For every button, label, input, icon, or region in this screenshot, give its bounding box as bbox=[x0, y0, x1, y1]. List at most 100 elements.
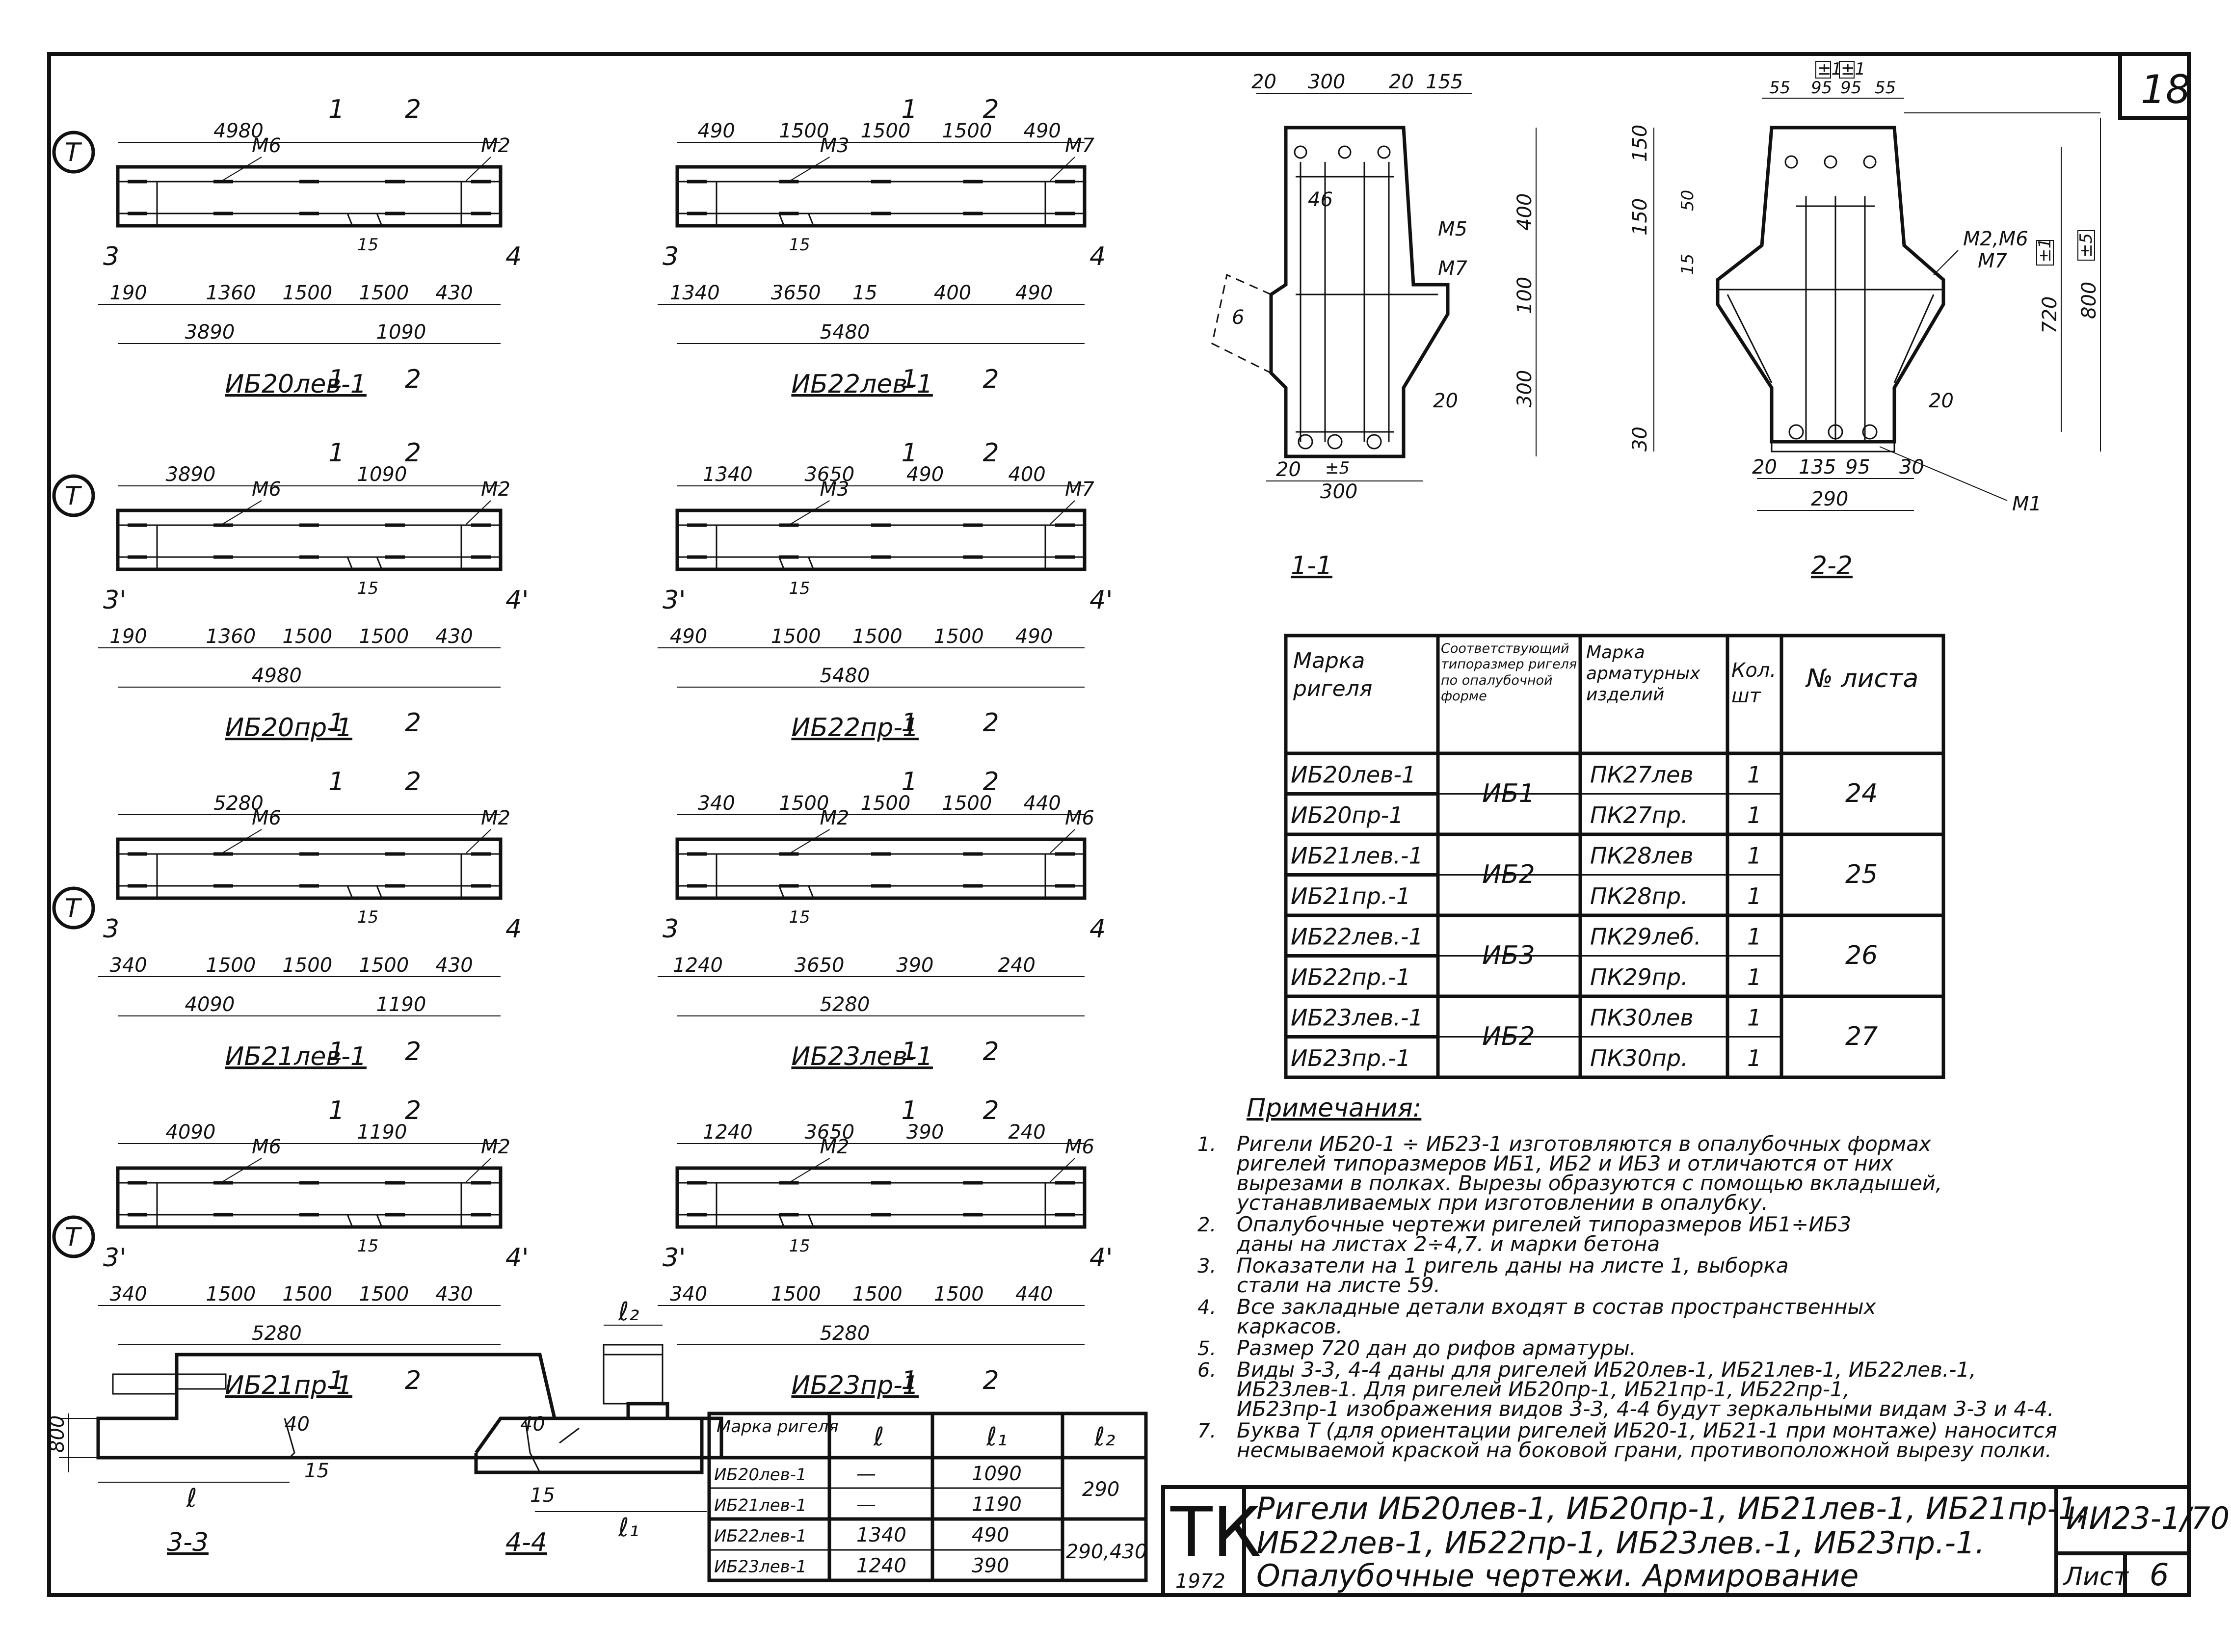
dim: 1500 bbox=[934, 1283, 984, 1306]
section-cut-mark: 3 bbox=[103, 914, 119, 944]
small-cell-l1: 390 bbox=[972, 1555, 1009, 1577]
section-cut-mark: 1 bbox=[902, 708, 918, 738]
dim: ℓ bbox=[186, 1484, 197, 1513]
part-mark: М7 bbox=[1978, 250, 2008, 272]
dim: 15 bbox=[789, 907, 810, 927]
beam-outline bbox=[116, 837, 503, 900]
dim: 1500 bbox=[206, 1283, 256, 1306]
section-cut-mark: 1 bbox=[328, 1366, 345, 1395]
part-mark: М1 bbox=[2012, 493, 2042, 515]
dim: 150 bbox=[1629, 125, 1651, 162]
dim: ±1 bbox=[2035, 238, 2055, 263]
dim: 430 bbox=[435, 625, 473, 648]
note-line: даны на листах 2÷4,7. и марки бетона bbox=[1236, 1232, 1660, 1256]
dim: 340 bbox=[670, 1283, 707, 1306]
section-cut-mark: 2 bbox=[405, 1366, 421, 1395]
dim: 720 bbox=[2039, 296, 2061, 334]
part-mark: М6 bbox=[252, 134, 281, 157]
part-mark: М2,М6 bbox=[1963, 228, 2028, 250]
title-line-3: Опалубочные чертежи. Армирование bbox=[1256, 1558, 1859, 1594]
part-mark: М6 bbox=[1065, 1136, 1094, 1158]
orientation-mark bbox=[52, 886, 95, 930]
beam-outline bbox=[675, 165, 1087, 228]
section-cut-mark: 3' bbox=[663, 1243, 686, 1273]
table-row-mark: ИБ23лев.-1 bbox=[1291, 1004, 1423, 1031]
dim: 1500 bbox=[861, 120, 911, 142]
dim: 490 bbox=[906, 463, 944, 486]
section-cut-mark: 1 bbox=[328, 1037, 345, 1066]
beam-outline bbox=[116, 165, 503, 228]
dim: 95 bbox=[1840, 78, 1861, 98]
table-row-product: ПК28пр. bbox=[1590, 883, 1688, 909]
orientation-mark-letter: Т bbox=[65, 138, 82, 167]
note-line: Виды 3-3, 4-4 даны для ригелей ИБ20лев-1… bbox=[1237, 1358, 1976, 1382]
dim: 1090 bbox=[357, 463, 407, 486]
dim: 95 bbox=[1845, 456, 1870, 479]
section-cut-mark: 1 bbox=[902, 365, 918, 394]
section-cut-mark: 1 bbox=[902, 95, 918, 124]
dim: 440 bbox=[1015, 1283, 1053, 1306]
small-cell-mark: ИБ21лев-1 bbox=[714, 1496, 807, 1516]
dim: 800 bbox=[2078, 282, 2100, 319]
note-line: Показатели на 1 ригель даны на листе 1, … bbox=[1237, 1253, 1789, 1278]
dim: 190 bbox=[109, 625, 147, 648]
small-cell-l: — bbox=[856, 1463, 876, 1485]
note-line: Буква Т (для ориентации ригелей ИБ20-1, … bbox=[1237, 1418, 2057, 1442]
year: 1972 bbox=[1175, 1570, 1225, 1593]
note-number: 5. bbox=[1197, 1337, 1216, 1360]
series-code: ИИ23-1/70 bbox=[2066, 1500, 2230, 1536]
section-cut-mark: 2 bbox=[983, 95, 999, 124]
dim: 390 bbox=[906, 1121, 944, 1144]
part-mark: 20 bbox=[1929, 390, 1954, 412]
title-line-2: ИБ22лев-1, ИБ22пр-1, ИБ23лев.-1, ИБ23пр.… bbox=[1256, 1525, 1985, 1561]
part-mark: М3 bbox=[820, 478, 850, 501]
dim: 20 bbox=[1389, 71, 1414, 93]
dim: 400 bbox=[934, 282, 971, 304]
table-row-qty: 1 bbox=[1747, 802, 1761, 828]
dim: 1500 bbox=[779, 120, 829, 142]
beam-outline bbox=[675, 1166, 1087, 1229]
sheet-label: Лист bbox=[2063, 1562, 2129, 1592]
section-cut-mark: 3' bbox=[103, 1243, 126, 1273]
table-row-mark: ИБ22лев.-1 bbox=[1291, 923, 1423, 950]
table-group-type: ИБ2 bbox=[1482, 860, 1535, 889]
dim: 490 bbox=[1015, 282, 1053, 304]
note-line: ригелей типоразмеров ИБ1, ИБ2 и ИБ3 и от… bbox=[1236, 1151, 1894, 1175]
dim: 1360 bbox=[206, 625, 256, 648]
elevation-title: ИБ22лев-1 bbox=[791, 370, 932, 399]
dim: 440 bbox=[1024, 792, 1061, 815]
note-line: каркасов. bbox=[1237, 1314, 1343, 1338]
header-product: Марка арматурных изделий bbox=[1586, 642, 1700, 705]
sheet-no: 6 bbox=[2150, 1557, 2169, 1593]
dim: 15 bbox=[357, 579, 378, 598]
dim: 430 bbox=[435, 1283, 473, 1306]
note-line: вырезами в полках. Вырезы образуются с п… bbox=[1237, 1171, 1942, 1195]
dim: 20 bbox=[1752, 456, 1777, 479]
small-cell-l1: 490 bbox=[972, 1524, 1009, 1546]
dim: 3650 bbox=[795, 954, 845, 977]
part-mark: М2 bbox=[481, 134, 510, 157]
dim: 1500 bbox=[771, 625, 821, 648]
section-cut-mark: 3 bbox=[663, 242, 679, 271]
sheet-number-box bbox=[2118, 54, 2189, 120]
dim: 55 bbox=[1769, 78, 1790, 98]
orientation-mark-letter: Т bbox=[65, 481, 82, 511]
dim: 5280 bbox=[820, 993, 870, 1016]
section-2-2-title: 2-2 bbox=[1811, 551, 1853, 581]
dim: 5480 bbox=[820, 665, 870, 687]
elevation-title: ИБ23пр-1 bbox=[791, 1371, 919, 1400]
dim: ℓ₁ bbox=[618, 1513, 639, 1543]
beam-outline bbox=[116, 1166, 503, 1229]
part-mark: М2 bbox=[820, 807, 850, 829]
dim: 15 bbox=[530, 1484, 555, 1507]
table-row-qty: 1 bbox=[1747, 923, 1761, 950]
sheet-frame bbox=[47, 52, 2191, 1597]
small-cell-l1: 1090 bbox=[972, 1463, 1022, 1485]
section-cut-mark: 2 bbox=[983, 438, 999, 468]
note-line: Размер 720 дан до рифов арматуры. bbox=[1237, 1336, 1636, 1360]
note-number: 2. bbox=[1197, 1214, 1216, 1236]
section-cut-mark: 4' bbox=[1089, 1243, 1113, 1273]
notes: Примечания: 1.Ригели ИБ20-1 ÷ ИБ23-1 изг… bbox=[1197, 1093, 2057, 1462]
